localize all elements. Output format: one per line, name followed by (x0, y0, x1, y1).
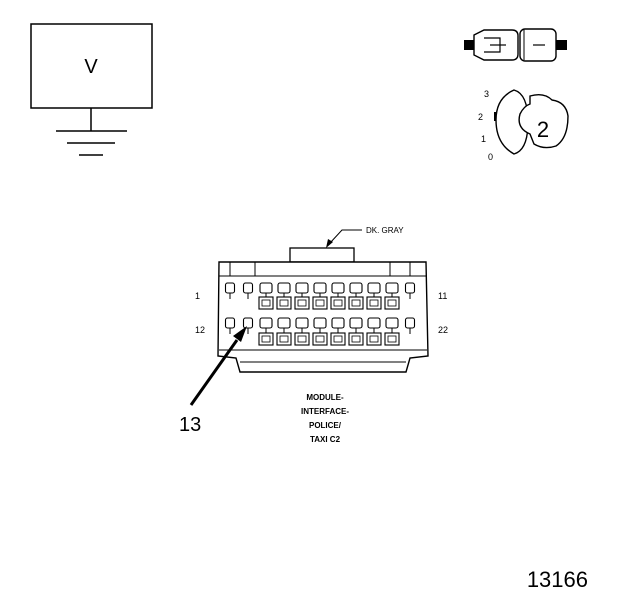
connector-terminal-inner (333, 299, 343, 307)
connector-color-label: DK. GRAY (366, 226, 404, 235)
pointer-arrow (189, 326, 247, 406)
connector-terminal-box (366, 296, 382, 310)
connector-pin-cavity (367, 317, 381, 334)
connector-terminal-box (348, 296, 364, 310)
connector-terminal-inner (279, 299, 289, 307)
switch-position-3: 3 (484, 89, 489, 99)
connector-name-line-2: INTERFACE- (301, 407, 349, 416)
connector-pin-cavity (313, 317, 327, 334)
connector-pin-cavity (295, 282, 309, 299)
connector-terminal-inner (369, 299, 379, 307)
connector-terminal-box (384, 296, 400, 310)
connector-terminal-inner (315, 299, 325, 307)
connector-pin-cavity (313, 282, 327, 299)
connector-pin-cavity (242, 317, 254, 334)
connector-terminal-inner (387, 335, 397, 343)
connector-pin-cavity (385, 317, 399, 334)
connector-terminal-inner (297, 299, 307, 307)
connector-pin-cavity (277, 282, 291, 299)
connector-name: MODULE- INTERFACE- POLICE/ TAXI C2 (301, 393, 349, 444)
connector-terminal-inner (351, 335, 361, 343)
connector-name-line-4: TAXI C2 (310, 435, 341, 444)
connector-terminal-box (330, 332, 346, 346)
connector-terminal-box (294, 296, 310, 310)
connector-terminal-inner (387, 299, 397, 307)
ground-icon (56, 130, 127, 156)
switch-selected-position: 2 (537, 117, 549, 142)
connector-terminal-inner (261, 335, 271, 343)
connector-pins (224, 282, 416, 346)
connector-terminal-inner (369, 335, 379, 343)
connector-terminal-box (258, 332, 274, 346)
connector-pin-cavity (331, 317, 345, 334)
pin-label-11: 11 (438, 291, 447, 301)
connector-body (217, 247, 429, 373)
selector-switch: 3 2 1 0 2 (478, 89, 569, 162)
switch-position-0: 0 (488, 152, 493, 162)
connector-name-line-1: MODULE- (306, 393, 344, 402)
connector-terminal-box (312, 332, 328, 346)
connector-terminal-box (330, 296, 346, 310)
connector-terminal-box (276, 296, 292, 310)
connector-terminal-box (294, 332, 310, 346)
connector-pin-cavity (404, 317, 416, 334)
connector-terminal-inner (351, 299, 361, 307)
color-callout: DK. GRAY (326, 226, 404, 248)
connector-terminal-box (366, 332, 382, 346)
pin-label-22: 22 (438, 325, 448, 335)
voltmeter-label: V (84, 56, 98, 78)
connector-pin-cavity (295, 317, 309, 334)
connector-terminal-box (258, 296, 274, 310)
connector-terminal-inner (297, 335, 307, 343)
connector-ribs (229, 262, 411, 276)
connector-terminal-inner (261, 299, 271, 307)
connector-terminal-box (348, 332, 364, 346)
connector-terminal-box (384, 332, 400, 346)
connector-terminal-box (276, 332, 292, 346)
connector-pin-cavity (224, 282, 236, 299)
connector-terminal-box (312, 296, 328, 310)
connector-pin-cavity (242, 282, 254, 299)
connector-name-line-3: POLICE/ (309, 421, 342, 430)
connector-pin-cavity (404, 282, 416, 299)
connector-terminal-inner (315, 335, 325, 343)
pin-label-12: 12 (195, 325, 205, 335)
voltmeter: V (30, 23, 153, 156)
pointer-label: 13 (179, 414, 201, 436)
pin-label-1: 1 (195, 291, 200, 301)
switch-position-1: 1 (481, 134, 486, 144)
connector-pin-cavity (385, 282, 399, 299)
connector-pin-cavity (224, 317, 236, 334)
switch-knob-icon (518, 93, 569, 149)
connector-terminal-inner (333, 335, 343, 343)
connector-terminal-inner (279, 335, 289, 343)
probe-plug-icon (464, 28, 567, 62)
figure-number: 13166 (527, 567, 588, 592)
switch-position-2: 2 (478, 112, 483, 122)
